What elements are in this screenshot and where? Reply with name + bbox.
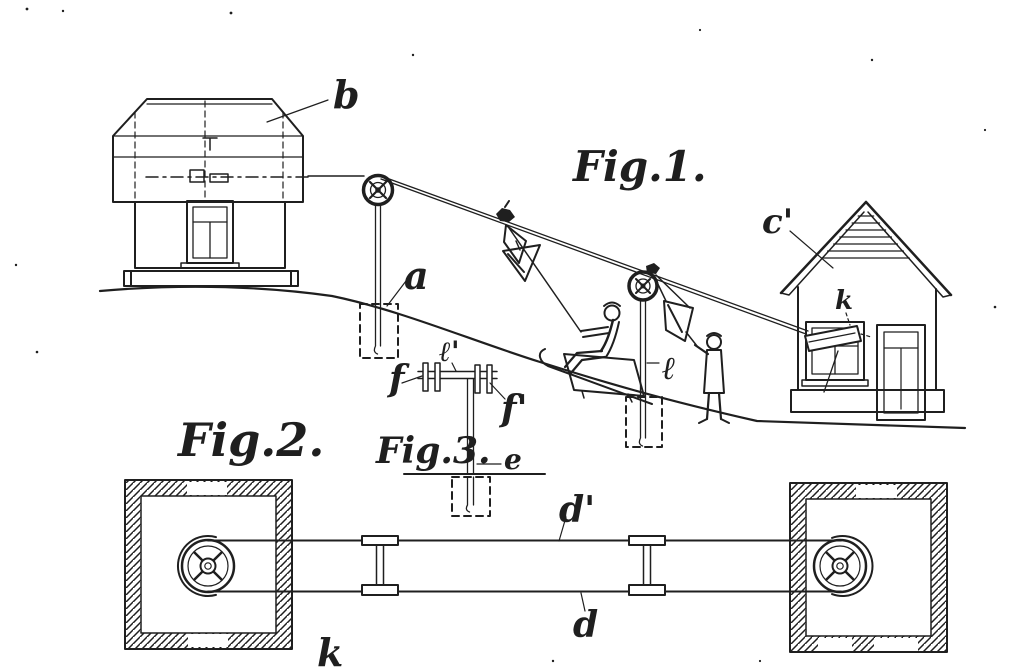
seated-person-legs: [563, 349, 607, 375]
buried-anchor-2: [625, 396, 663, 448]
roof-lines: [112, 103, 304, 158]
standing-person-cap: [706, 332, 722, 337]
label-a-leader: [386, 280, 407, 307]
label-k-bottom: k: [317, 630, 343, 669]
tow-hanger-2: [646, 263, 698, 347]
station-window-bars: [192, 221, 228, 259]
cable-cross-tie-1: [361, 535, 399, 596]
sledge-runner: [538, 348, 653, 405]
house-door-inner: [883, 331, 919, 414]
label-f-prime: f': [498, 388, 528, 430]
winch-rope: [823, 350, 839, 393]
station-base: [123, 270, 299, 287]
roller-f-left: [422, 362, 429, 392]
label-e: e: [504, 443, 522, 476]
cable-lower-line: [380, 178, 807, 335]
house-plinth: [790, 389, 945, 413]
label-k-house: k: [835, 286, 853, 316]
tow-rope-1: [508, 227, 582, 333]
figure-1: Fig.1. b a c' k ℓ: [98, 72, 967, 448]
plan-building-left-outer: [124, 479, 293, 650]
anchor-crossbar: [417, 370, 498, 380]
return-station-house: [779, 200, 953, 421]
plan-building-right-outer: [789, 482, 948, 653]
anchor-post: [466, 378, 475, 474]
tow-bag-1: [502, 244, 541, 282]
cable-clamp-1: [496, 208, 515, 222]
seated-person-head: [603, 304, 621, 322]
cable-upper-line: [380, 175, 809, 332]
fig2-title: Fig.2.: [176, 413, 324, 467]
machine-house-outline: [112, 98, 304, 203]
tow-rope-2: [685, 331, 698, 347]
cable-pulley-2: [625, 270, 663, 448]
label-l-post: ℓ: [662, 349, 676, 387]
house-window-sill: [801, 379, 869, 387]
label-d: d: [573, 604, 598, 646]
station-window-sill: [180, 262, 240, 269]
standing-person-head: [706, 334, 722, 350]
buried-anchor-1: [359, 303, 399, 359]
frame-dashed-lines: [134, 100, 284, 201]
anchor-post-buried: [465, 476, 475, 513]
label-d-prime: d': [559, 489, 595, 531]
seated-person-torso: [599, 318, 615, 353]
plan-building-left-walls: [125, 480, 292, 649]
drive-machinery: [189, 137, 229, 183]
plan-return-wheel-right: [812, 535, 874, 597]
cable-pulley-1: [359, 173, 399, 359]
pulley-post-1: [373, 203, 382, 355]
plan-building-left-inner: [140, 495, 277, 634]
fig3-leaders: [401, 362, 506, 465]
label-f: f: [386, 358, 410, 400]
label-c-prime-leader: [789, 230, 834, 269]
figure-2: Fig.2. d' d k: [124, 413, 948, 669]
person-seated-on-sledge: [538, 301, 653, 405]
drive-station-building: [112, 98, 309, 287]
standing-person-legs: [705, 391, 723, 421]
wheel-housing-right: [831, 535, 874, 597]
cable-cross-tie-2: [628, 535, 666, 596]
fig3-buried-anchor: [451, 476, 491, 517]
label-d-prime-leader: [558, 516, 567, 542]
seated-person-arms: [580, 326, 610, 338]
winch-dashes: [845, 312, 872, 338]
label-l-prime: ℓ': [438, 335, 460, 368]
label-b-leader: [266, 99, 329, 123]
wheel-housing-left: [177, 535, 217, 597]
clamp-stub: [504, 200, 510, 208]
house-roof-outer: [779, 200, 953, 297]
standing-person-body: [703, 349, 725, 394]
seated-person-cap: [603, 301, 621, 307]
cable-clamp-2: [646, 263, 660, 274]
house-walls: [797, 286, 937, 391]
label-a: a: [404, 253, 429, 298]
standing-person-feet: [698, 418, 730, 424]
cable-winch-reel: [804, 325, 862, 352]
pulley-post-2: [638, 299, 647, 447]
hanger-lines: [653, 274, 691, 309]
label-d-leader: [580, 592, 586, 612]
ink-specks: [14, 7, 997, 663]
hanger-linkage: [503, 224, 527, 264]
figure-3: Fig.3. f ℓ' f' e: [375, 335, 546, 517]
person-standing: [693, 332, 730, 424]
house-door-frame: [876, 324, 926, 421]
ground-slope: [98, 285, 967, 430]
tow-hanger-1: [496, 200, 582, 333]
fig3-title: Fig.3.: [375, 430, 491, 472]
tow-cable: [307, 175, 809, 335]
plan-building-right-inner: [805, 498, 932, 637]
fig1-title: Fig.1.: [572, 142, 707, 191]
plan-drive-wheel-left: [177, 535, 236, 597]
standing-person-arm: [693, 343, 710, 356]
tow-bag-2: [663, 300, 694, 342]
gable-hatching: [820, 215, 910, 259]
label-c-prime: c': [762, 202, 793, 242]
house-roof-inner: [780, 211, 952, 298]
house-door-panels: [883, 347, 919, 410]
label-b: b: [333, 72, 360, 117]
roller-f-prime: [474, 364, 481, 394]
